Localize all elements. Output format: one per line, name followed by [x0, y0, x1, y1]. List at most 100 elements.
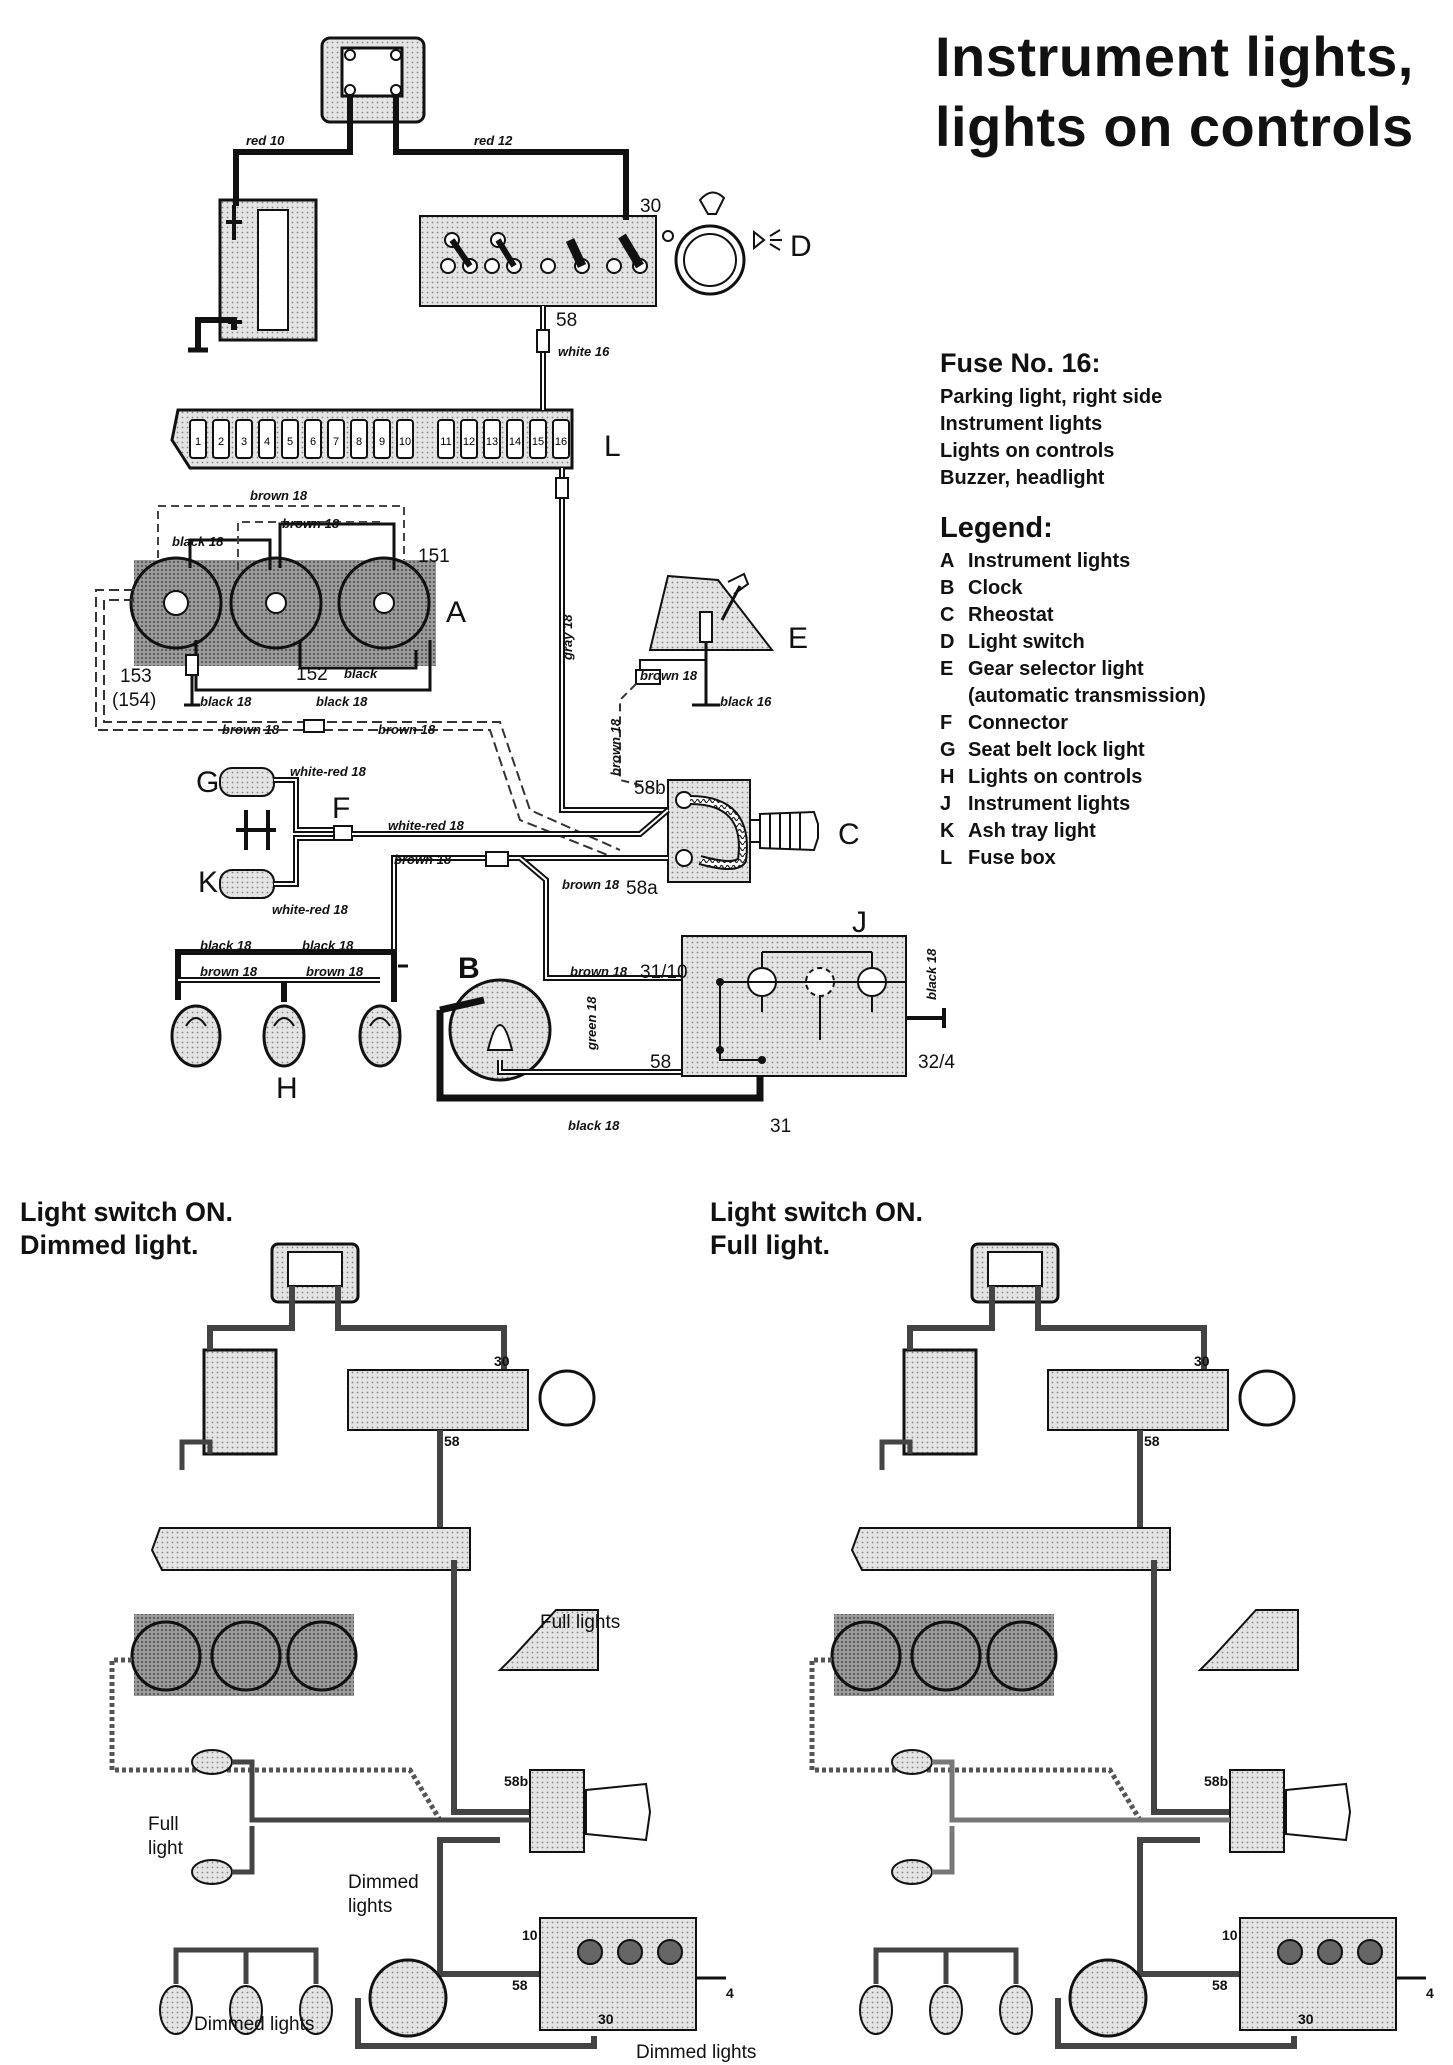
fuse-slot — [373, 419, 391, 459]
light-switch-d — [419, 191, 782, 307]
terminal-label: 30 — [1298, 2011, 1314, 2027]
wire-label: brown 18 — [394, 852, 452, 867]
legend-key: D — [940, 631, 955, 653]
wire-label: red 12 — [474, 133, 513, 148]
fuse-number: 1 — [195, 436, 201, 448]
legend-label: Ash tray light — [968, 820, 1096, 842]
terminal-label: 4 — [1426, 1985, 1434, 2001]
fuse-slot — [350, 419, 368, 459]
dimmed-lights-label: Dimmed — [348, 1872, 419, 1893]
state-left-title-line-1: Light switch ON. — [20, 1197, 233, 1227]
terminal-label: 58a — [626, 878, 658, 899]
battery — [218, 198, 318, 342]
terminal-label: 58b — [1204, 1773, 1228, 1789]
fuse-slot — [304, 419, 322, 459]
terminal-label: (154) — [112, 690, 156, 711]
wire-label: black 16 — [720, 694, 772, 709]
legend-label: Rheostat — [968, 604, 1054, 626]
terminal-label: 58 — [1212, 1977, 1228, 1993]
fuse-number: 2 — [218, 436, 224, 448]
fuse-number: 8 — [356, 436, 362, 448]
fuse-number: 14 — [509, 436, 521, 448]
state-left-title-line-2: Dimmed light. — [20, 1230, 199, 1260]
wire-label: black 18 — [568, 1118, 620, 1133]
legend-key: F — [940, 712, 953, 734]
full-light-label: Full — [148, 1814, 179, 1835]
legend-label: Instrument lights — [968, 550, 1131, 572]
wire-label: black 18 — [316, 694, 368, 709]
legend-key: E — [940, 658, 954, 680]
page-title-line-2: lights on controls — [935, 95, 1414, 158]
fuse-item: Buzzer, headlight — [940, 467, 1105, 489]
wire-label: gray 18 — [560, 614, 575, 661]
full-lights-label: Full lights — [540, 1612, 620, 1633]
wire-label: brown 18 — [200, 964, 258, 979]
wire-label: black 18 — [924, 948, 939, 1000]
state-diagram-right: 30 58 58b 10 58 30 4 — [809, 1242, 1434, 2049]
fuse-number: 10 — [399, 436, 411, 448]
page-title-line-1: Instrument lights, — [935, 25, 1414, 88]
brown-dashed-wire — [103, 599, 621, 851]
component-letter-a: A — [446, 596, 466, 629]
fuse-heading: Fuse No. 16: — [940, 348, 1101, 378]
terminal-label: 30 — [1194, 1353, 1210, 1369]
terminal-label: 30 — [598, 2011, 614, 2027]
wire-label: black 18 — [200, 938, 252, 953]
fuse-number: 7 — [333, 436, 339, 448]
legend-label: Lights on controls — [968, 766, 1143, 788]
fuse-item: Lights on controls — [940, 440, 1115, 462]
component-letter-k: K — [198, 866, 218, 899]
instrument-lights-j — [681, 935, 946, 1077]
connector-f-group — [219, 767, 670, 899]
fuse-item: Instrument lights — [940, 413, 1103, 435]
top-connector — [320, 36, 426, 124]
terminal-label: 58 — [1144, 1433, 1160, 1449]
state-right-title: Light switch ON. Full light. — [710, 1196, 923, 1262]
legend-key: A — [940, 550, 955, 572]
brown-dashed-wire — [95, 589, 621, 861]
fuse-slot — [258, 419, 276, 459]
rheostat-c — [667, 779, 819, 883]
state-right-title-line-2: Full light. — [710, 1230, 830, 1260]
component-letter-c: C — [838, 818, 860, 851]
terminal-label: 58 — [444, 1433, 460, 1449]
wire-label: white 16 — [558, 344, 610, 359]
legend-key: C — [940, 604, 955, 626]
wire-label: brown 18 — [640, 668, 698, 683]
legend-key: L — [940, 847, 953, 869]
legend-label: Instrument lights — [968, 793, 1131, 815]
legend-item: E Gear selector light — [940, 656, 1206, 683]
legend-label: Fuse box — [968, 847, 1056, 869]
fuse-slot — [506, 419, 524, 459]
terminal-label: 31/10 — [640, 962, 688, 983]
dimmed-lights-label: lights — [348, 1896, 392, 1917]
fuse-number: 9 — [379, 436, 385, 448]
state-diagram-left: 30 58 58b 10 58 30 4 Full lights Full li… — [109, 1242, 756, 2063]
terminal-label: 10 — [522, 1927, 538, 1943]
wire-label: brown 18 — [222, 722, 280, 737]
legend-label: Connector — [968, 712, 1068, 734]
legend-key: H — [940, 766, 955, 788]
legend-item: C Rheostat — [940, 602, 1206, 629]
terminal-label: 30 — [494, 1353, 510, 1369]
fuse-slot — [460, 419, 478, 459]
legend-key: G — [940, 739, 956, 761]
terminal-label: 31 — [770, 1116, 791, 1137]
fuse-slot — [552, 419, 570, 459]
gear-selector-e — [619, 572, 775, 791]
terminal-label: 58b — [504, 1773, 528, 1789]
terminal-label: 30 — [640, 196, 661, 217]
dimmed-lights-bottom-label-2: Dimmed lights — [636, 2042, 756, 2063]
wire-label: red 10 — [246, 133, 285, 148]
legend-label: Gear selector light — [968, 658, 1144, 680]
wire-label: black 18 — [200, 694, 252, 709]
fuse-number: 16 — [555, 436, 567, 448]
fuse-number: 5 — [287, 436, 293, 448]
wire-label: brown 18 — [306, 964, 364, 979]
wire-label: brown 18 — [250, 488, 308, 503]
